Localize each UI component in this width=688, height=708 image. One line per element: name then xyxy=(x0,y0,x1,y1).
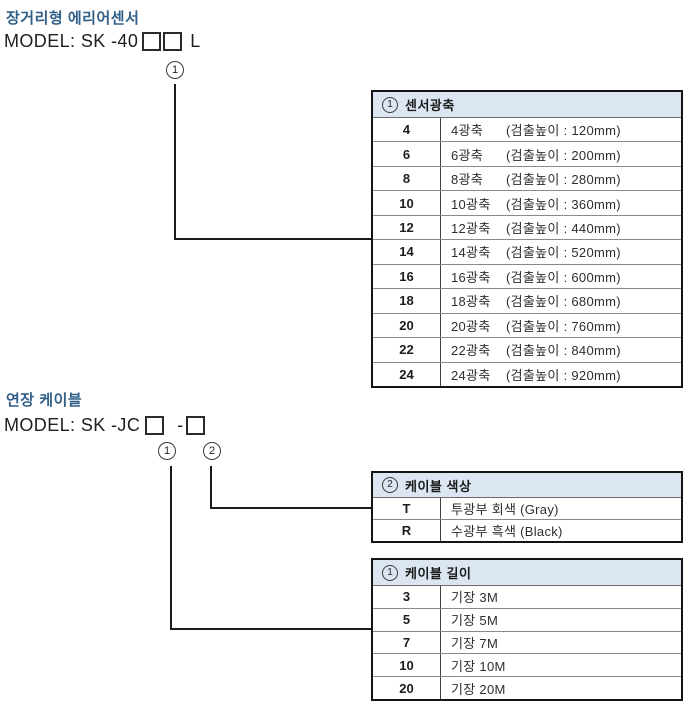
model2-prefix: MODEL: SK -JC xyxy=(4,415,141,435)
model2-digit-box-2 xyxy=(185,416,205,435)
marker-1-circle-cable: 1 xyxy=(158,442,176,460)
row-desc: 기장 7M xyxy=(451,635,499,651)
cable-color-table: 2 케이블 색상 T 투광부 회색 (Gray) R 수광부 흑색 (Black) xyxy=(371,471,683,543)
row-desc: 24광축(검출높이 : 920mm) xyxy=(451,367,621,383)
row-desc: 16광축(검출높이 : 600mm) xyxy=(451,269,621,285)
model1-digit-box-2 xyxy=(163,32,183,51)
table-row: 3 기장 3M xyxy=(373,586,681,608)
row-desc: 20광축(검출높이 : 760mm) xyxy=(451,318,621,334)
table-row: 12 12광축(검출높이 : 440mm) xyxy=(373,214,681,240)
row-desc: 4광축(검출높이 : 120mm) xyxy=(451,123,621,139)
section2-title: 연장 케이블 xyxy=(6,392,83,409)
table-row: 7 기장 7M xyxy=(373,630,681,654)
connector-2-vertical xyxy=(210,466,212,509)
row-code: 7 xyxy=(373,631,441,654)
table-row: 10 10광축(검출높이 : 360mm) xyxy=(373,190,681,215)
row-code: 10 xyxy=(373,654,441,677)
row-desc: 기장 5M xyxy=(451,613,499,629)
section1-model-code: MODEL: SK -40 L xyxy=(4,31,201,52)
row-desc: 기장 20M xyxy=(451,681,506,697)
section2-model-code: MODEL: SK -JC - xyxy=(4,415,206,436)
table-row: 18 18광축(검출높이 : 680mm) xyxy=(373,288,681,313)
row-code: 20 xyxy=(373,677,441,699)
table-row: 22 22광축(검출높이 : 840mm) xyxy=(373,337,681,362)
row-code: T xyxy=(373,498,441,519)
table-row: 4 4광축(검출높이 : 120mm) xyxy=(373,118,681,142)
row-desc: 22광축(검출높이 : 840mm) xyxy=(451,343,621,359)
row-desc: 12광축(검출높이 : 440mm) xyxy=(451,221,621,237)
connector-3-vertical xyxy=(170,466,172,630)
header-marker-2-icon: 2 xyxy=(382,477,398,493)
table-row: 20 20광축(검출높이 : 760mm) xyxy=(373,312,681,338)
row-code: R xyxy=(373,520,441,541)
connector-3-horizontal xyxy=(170,628,371,630)
row-desc: 기장 10M xyxy=(451,658,506,674)
cable-length-table-title: 케이블 길이 xyxy=(405,566,472,581)
sensor-axis-table-header: 1 센서광축 xyxy=(373,92,681,118)
marker-1-circle: 1 xyxy=(166,61,184,79)
row-desc: 6광축(검출높이 : 200mm) xyxy=(451,147,621,163)
connector-1-vertical xyxy=(174,84,176,240)
table-row: 20 기장 20M xyxy=(373,676,681,699)
row-code: 24 xyxy=(373,362,441,386)
table-row: 24 24광축(검출높이 : 920mm) xyxy=(373,361,681,386)
connector-1-horizontal xyxy=(174,238,371,240)
connector-2-horizontal xyxy=(210,507,371,509)
sensor-axis-table: 1 센서광축 4 4광축(검출높이 : 120mm) 6 6광축(검출높이 : 20… xyxy=(371,90,683,388)
row-desc: 8광축(검출높이 : 280mm) xyxy=(451,172,621,188)
model2-digit-box-1 xyxy=(145,416,165,435)
cable-length-table: 1 케이블 길이 3 기장 3M 5 기장 5M 7 기장 7M 10 기장 10M 2… xyxy=(371,558,683,701)
marker-2-circle-cable: 2 xyxy=(203,442,221,460)
row-code: 8 xyxy=(373,166,441,191)
row-code: 20 xyxy=(373,313,441,338)
row-code: 18 xyxy=(373,289,441,313)
table-row: 10 기장 10M xyxy=(373,653,681,677)
row-desc: 수광부 흑색 (Black) xyxy=(451,524,563,539)
row-desc: 투광부 회색 (Gray) xyxy=(451,502,559,517)
row-desc: 14광축(검출높이 : 520mm) xyxy=(451,245,621,261)
row-desc: 10광축(검출높이 : 360mm) xyxy=(451,196,621,212)
table-row: R 수광부 흑색 (Black) xyxy=(373,519,681,541)
cable-length-table-header: 1 케이블 길이 xyxy=(373,560,681,586)
cable-color-table-header: 2 케이블 색상 xyxy=(373,473,681,498)
row-code: 3 xyxy=(373,586,441,608)
table-row: 8 8광축(검출높이 : 280mm) xyxy=(373,165,681,191)
header-marker-1-icon: 1 xyxy=(382,564,398,581)
row-code: 16 xyxy=(373,264,441,289)
table-row: T 투광부 회색 (Gray) xyxy=(373,498,681,519)
row-code: 5 xyxy=(373,608,441,631)
model1-prefix: MODEL: SK -40 xyxy=(4,31,139,51)
table-row: 14 14광축(검출높이 : 520mm) xyxy=(373,239,681,264)
row-code: 10 xyxy=(373,191,441,215)
table-row: 6 6광축(검출높이 : 200mm) xyxy=(373,141,681,166)
model1-suffix: L xyxy=(190,31,201,51)
row-code: 6 xyxy=(373,142,441,166)
row-desc: 18광축(검출높이 : 680mm) xyxy=(451,294,621,310)
model2-hyphen: - xyxy=(177,415,184,435)
row-code: 14 xyxy=(373,240,441,264)
row-code: 12 xyxy=(373,215,441,240)
section1-title: 장거리형 에리어센서 xyxy=(6,10,140,27)
sensor-axis-table-title: 센서광축 xyxy=(405,98,455,113)
model1-digit-box-1 xyxy=(142,32,162,51)
cable-color-table-title: 케이블 색상 xyxy=(405,478,472,494)
table-row: 16 16광축(검출높이 : 600mm) xyxy=(373,263,681,289)
row-code: 22 xyxy=(373,338,441,362)
table-row: 5 기장 5M xyxy=(373,607,681,631)
row-code: 4 xyxy=(373,118,441,142)
row-desc: 기장 3M xyxy=(451,590,499,606)
header-marker-1-icon: 1 xyxy=(382,96,398,113)
